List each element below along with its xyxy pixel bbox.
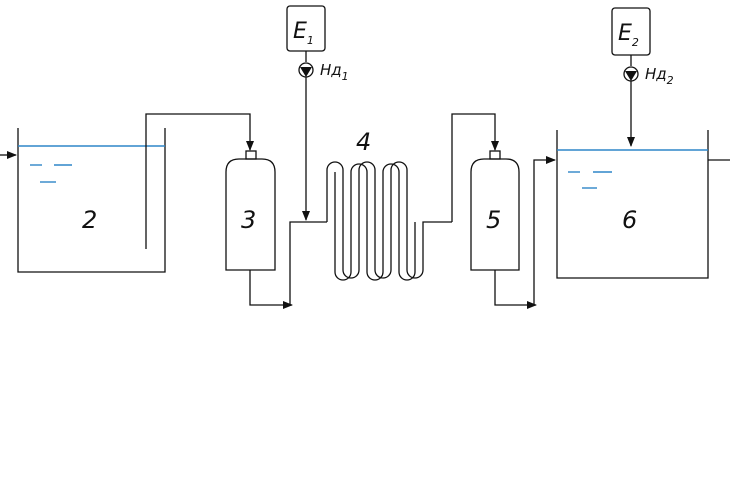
- tank-6-label: 6: [622, 206, 637, 234]
- doser-e1-label: E1: [293, 19, 314, 47]
- tank-6: 6: [556, 130, 730, 279]
- pump-nd1-label: Нд1: [320, 61, 349, 83]
- pipe-tank2-to-filter3: [145, 113, 254, 249]
- filter-3-label: 3: [241, 206, 256, 234]
- tank-2: 2: [17, 128, 166, 273]
- coil-4: 4: [326, 128, 452, 281]
- pump-nd2-label: Нд2: [645, 65, 674, 87]
- pipe-filter5-outlet: [494, 270, 537, 309]
- pipe-filter3-outlet: [249, 270, 293, 309]
- doser-e2: E2 Нд2: [611, 7, 674, 147]
- pipe-coil-to-filter5: [451, 113, 499, 222]
- filter-3: 3: [225, 150, 276, 271]
- filter-5: 5: [470, 150, 520, 271]
- filter-5-label: 5: [486, 206, 501, 234]
- doser-e1: E1 Нд1: [286, 5, 349, 221]
- doser-e2-label: E2: [618, 21, 639, 49]
- tank-2-label: 2: [82, 206, 97, 234]
- pipe-to-tank6: [533, 156, 556, 305]
- coil-4-label: 4: [356, 128, 371, 156]
